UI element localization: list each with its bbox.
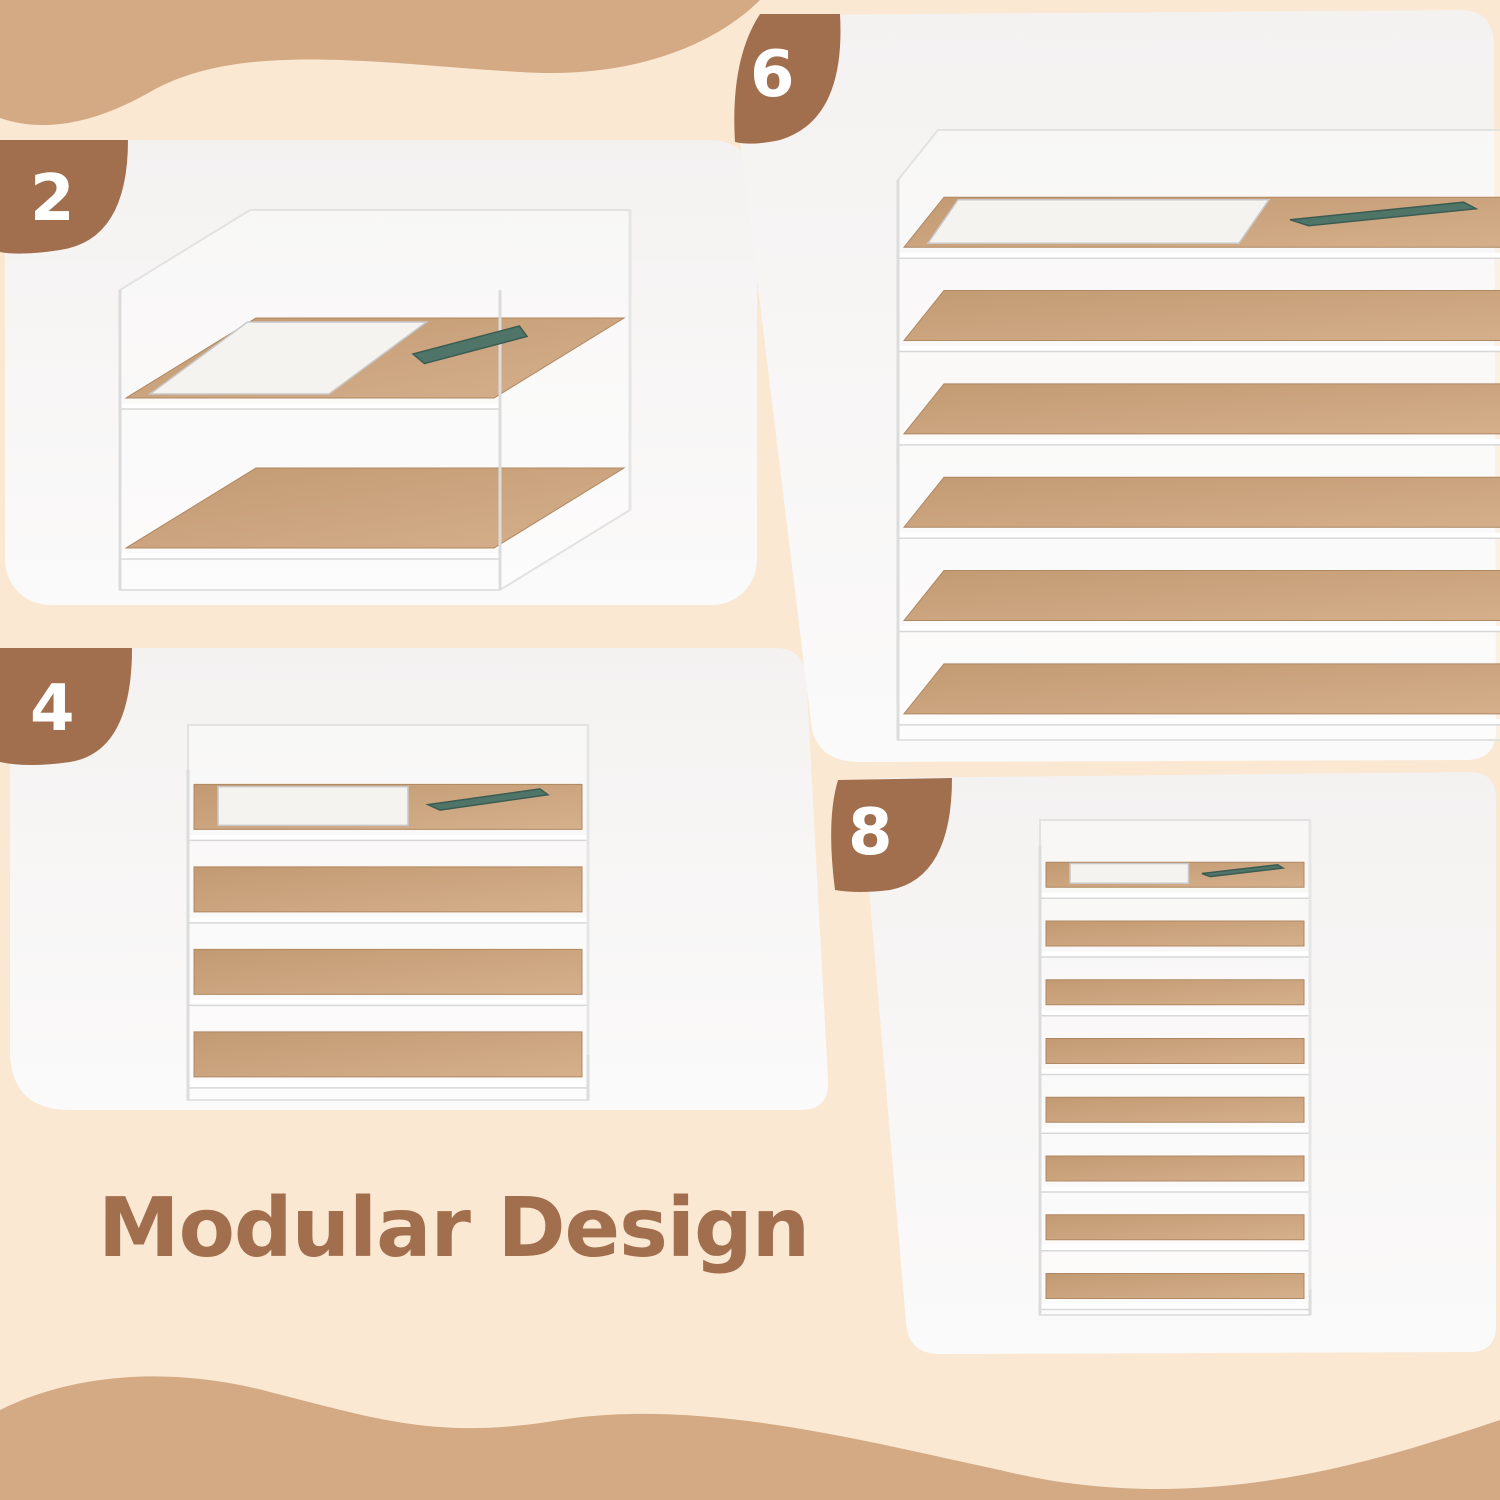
kraft-sheet [1045, 920, 1305, 947]
panel-label-4: 4 [30, 672, 75, 746]
panel-label-8: 8 [848, 796, 893, 870]
organizer-2-tier [118, 209, 632, 591]
bottom-wave [0, 1376, 1500, 1500]
badge-2 [0, 140, 128, 254]
stapler [425, 788, 550, 811]
kraft-sheet [193, 948, 583, 995]
panel-label-6: 6 [750, 38, 795, 112]
organizer-6-tier [896, 129, 1500, 741]
stapler [411, 325, 529, 365]
kraft-sheet [1045, 1273, 1305, 1300]
panel-label-2: 2 [30, 162, 75, 236]
kraft-sheet [902, 290, 1500, 342]
kraft-sheet [1045, 1038, 1305, 1065]
badge-8 [831, 778, 952, 892]
badge-6 [734, 14, 841, 144]
stapler [1289, 201, 1479, 227]
kraft-sheet [902, 476, 1500, 528]
heading-modular-design: Modular Design [98, 1181, 810, 1276]
kraft-sheet [902, 570, 1500, 622]
kraft-sheet [1045, 1096, 1305, 1123]
kraft-sheet [1045, 1214, 1305, 1241]
kraft-sheet [193, 1031, 583, 1078]
kraft-sheet [1045, 1155, 1305, 1182]
organizer-4-tier [186, 724, 590, 1101]
kraft-sheet [902, 383, 1500, 435]
kraft-sheet [193, 866, 583, 913]
notebook [1069, 862, 1190, 885]
organizer-8-tier [1038, 819, 1312, 1316]
top-wave [0, 0, 760, 126]
stapler [1201, 864, 1286, 878]
badge-4 [0, 648, 132, 765]
kraft-sheet [902, 663, 1500, 715]
kraft-sheet [1045, 979, 1305, 1006]
notebook [217, 785, 409, 827]
notebook [926, 198, 1271, 244]
notebook [147, 321, 429, 395]
